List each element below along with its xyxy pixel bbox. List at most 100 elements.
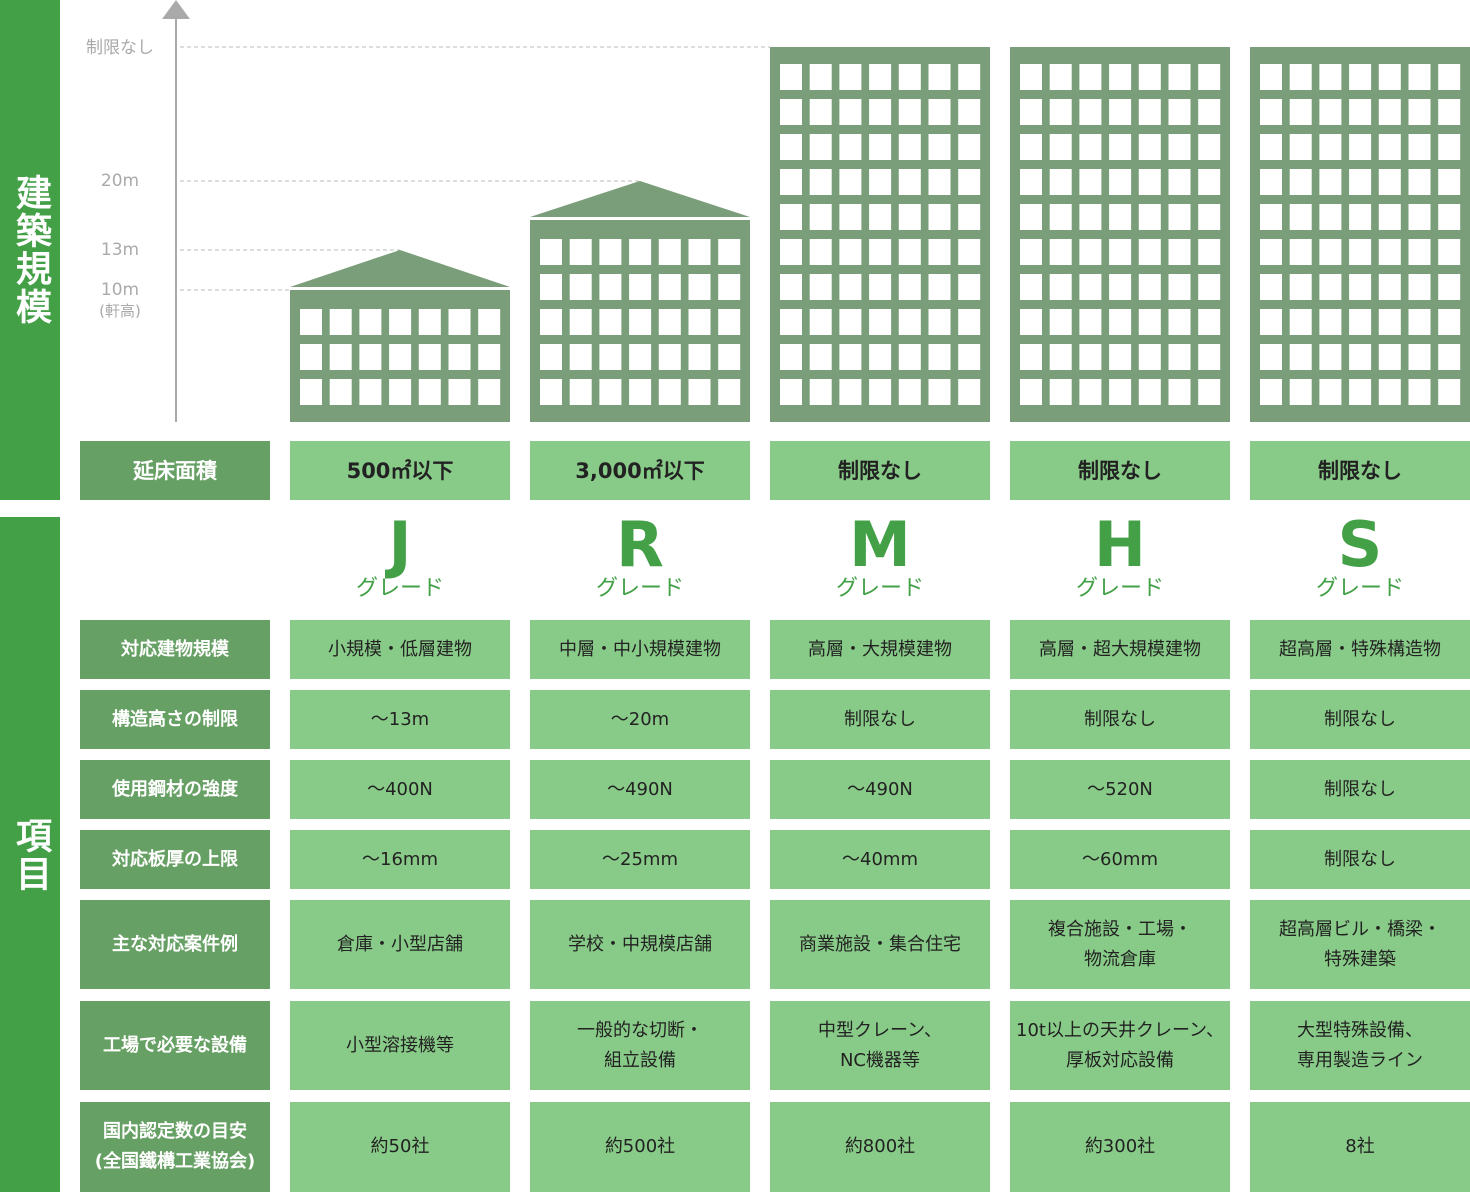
- building-window: [1079, 99, 1102, 125]
- building-window: [1168, 274, 1191, 300]
- building-window: [1378, 344, 1401, 370]
- building-window: [1319, 344, 1342, 370]
- building-window: [1168, 134, 1191, 160]
- grade-suffix: グレード: [1075, 576, 1164, 601]
- building-window: [300, 379, 322, 405]
- building-window: [448, 309, 471, 335]
- building-window: [780, 379, 802, 405]
- building-window: [809, 344, 832, 370]
- building-window: [569, 344, 592, 370]
- building-window: [1349, 169, 1372, 195]
- table-cell: 倉庫・小型店舗: [290, 900, 510, 989]
- building-window: [898, 204, 921, 230]
- building-window: [1378, 274, 1401, 300]
- building-window: [658, 239, 681, 265]
- building-window: [569, 239, 592, 265]
- building-window: [1378, 99, 1401, 125]
- building-window: [1260, 239, 1282, 265]
- building-window: [1168, 379, 1191, 405]
- building-window: [1109, 99, 1132, 125]
- building-window: [869, 204, 892, 230]
- table-cell: ～20m: [530, 690, 750, 749]
- building-window: [1289, 274, 1312, 300]
- building-window: [839, 239, 862, 265]
- building-window: [1198, 99, 1221, 125]
- table-cell: 超高層・特殊構造物: [1250, 620, 1470, 679]
- table-cell: ～40mm: [770, 830, 990, 889]
- row-header: 構造高さの制限: [80, 690, 270, 749]
- building-window: [1020, 309, 1042, 335]
- building-window: [1079, 274, 1102, 300]
- building-window: [839, 309, 862, 335]
- building-window: [928, 309, 951, 335]
- building-window: [839, 134, 862, 160]
- building-window: [1349, 239, 1372, 265]
- building-window: [389, 309, 412, 335]
- building-window: [809, 239, 832, 265]
- building-window: [1438, 204, 1461, 230]
- building-window: [1378, 379, 1401, 405]
- building-window: [1260, 274, 1282, 300]
- building-window: [809, 64, 832, 90]
- row-header: 対応板厚の上限: [80, 830, 270, 889]
- row-header: 国内認定数の目安 (全国鐵構工業協会): [80, 1102, 270, 1192]
- building-window: [1319, 239, 1342, 265]
- building-window: [780, 204, 802, 230]
- building-window: [418, 379, 441, 405]
- building-window: [540, 309, 562, 335]
- building-window: [1020, 64, 1042, 90]
- building-window: [809, 309, 832, 335]
- building-window: [1109, 239, 1132, 265]
- floor-area-value: 3,000㎡以下: [530, 441, 750, 500]
- building-window: [629, 239, 652, 265]
- building-window: [780, 309, 802, 335]
- building-window: [540, 239, 562, 265]
- building-window: [1020, 239, 1042, 265]
- building-window: [448, 379, 471, 405]
- building-window: [329, 344, 352, 370]
- table-cell: 高層・超大規模建物: [1010, 620, 1230, 679]
- table-cell: ～490N: [530, 760, 750, 819]
- building-window: [1020, 274, 1042, 300]
- building-window: [928, 64, 951, 90]
- building-window: [718, 239, 741, 265]
- row-header: 使用鋼材の強度: [80, 760, 270, 819]
- building-window: [958, 309, 981, 335]
- building-window: [898, 64, 921, 90]
- building-window: [1109, 344, 1132, 370]
- building-window: [809, 274, 832, 300]
- table-cell: 複合施設・工場・ 物流倉庫: [1010, 900, 1230, 989]
- building-window: [898, 344, 921, 370]
- building-window: [1408, 344, 1431, 370]
- building-window: [1079, 134, 1102, 160]
- tick-10m: 10m: [100, 280, 140, 300]
- building-window: [1438, 274, 1461, 300]
- table-cell: 約300社: [1010, 1102, 1230, 1192]
- table-cell: 中層・中小規模建物: [530, 620, 750, 679]
- building-window: [1138, 204, 1161, 230]
- building-window: [1349, 64, 1372, 90]
- building-window: [1198, 64, 1221, 90]
- building-window: [1049, 64, 1072, 90]
- building-window: [1079, 239, 1102, 265]
- building-window: [1109, 169, 1132, 195]
- building-window: [928, 239, 951, 265]
- building-window: [658, 379, 681, 405]
- building-window: [1408, 274, 1431, 300]
- building-window: [1168, 204, 1191, 230]
- building-window: [359, 309, 382, 335]
- building-window: [1138, 169, 1161, 195]
- building-window: [478, 344, 501, 370]
- building-window: [1319, 274, 1342, 300]
- building-window: [928, 99, 951, 125]
- building-window: [1260, 344, 1282, 370]
- building-window: [1198, 204, 1221, 230]
- building-window: [1168, 64, 1191, 90]
- floor-area-value: 制限なし: [1250, 441, 1470, 500]
- building-window: [1138, 134, 1161, 160]
- building-window: [869, 134, 892, 160]
- building-window: [1349, 134, 1372, 160]
- building-window: [1168, 169, 1191, 195]
